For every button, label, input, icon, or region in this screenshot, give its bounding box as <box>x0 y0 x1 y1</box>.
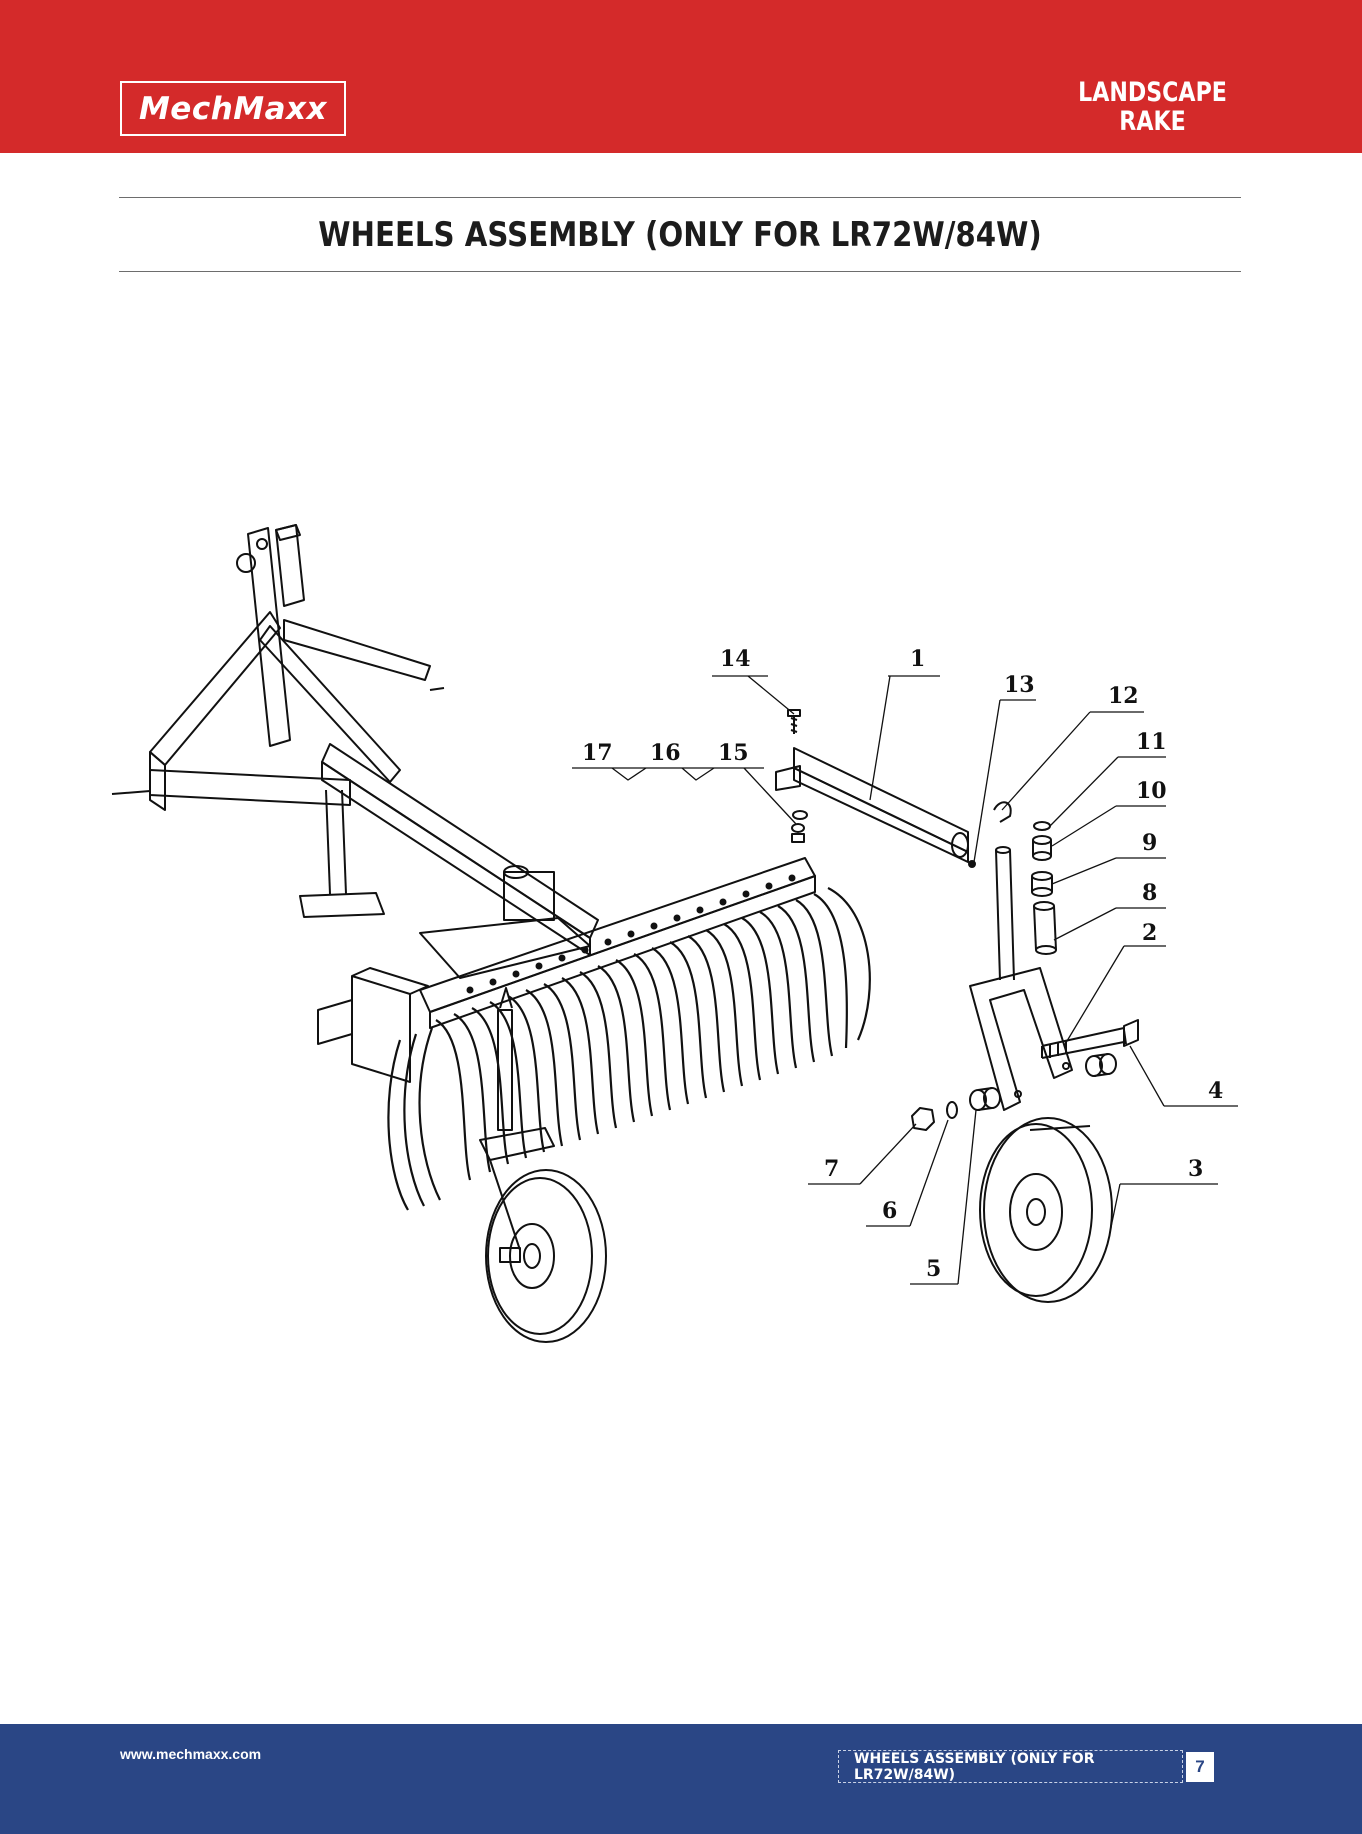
center-tube <box>322 744 598 955</box>
callout-8: 8 <box>1142 880 1157 906</box>
callout-16: 16 <box>650 740 681 766</box>
part-10-bushing <box>1033 836 1051 860</box>
part-6-washer <box>947 1102 957 1118</box>
callout-numbers: 14 1 13 12 11 10 9 8 2 4 3 7 6 5 17 16 1… <box>582 646 1223 1282</box>
footer-section-label: WHEELS ASSEMBLY (ONLY FOR LR72W/84W) <box>838 1750 1183 1783</box>
page-title: WHEELS ASSEMBLY (ONLY FOR LR72W/84W) <box>198 215 1163 255</box>
left-wheel-assembly <box>480 988 606 1342</box>
parts-15-17-hardware <box>792 811 807 842</box>
callout-10: 10 <box>1136 778 1167 804</box>
part-9-collar <box>1032 872 1052 896</box>
callout-11: 11 <box>1136 729 1167 755</box>
product-name: LANDSCAPE RAKE <box>1068 78 1236 136</box>
callout-13: 13 <box>1004 672 1035 698</box>
callout-12: 12 <box>1108 683 1139 709</box>
callout-17: 17 <box>582 740 613 766</box>
product-name-line1: LANDSCAPE <box>1068 78 1236 107</box>
mount-plate <box>420 918 590 978</box>
part-4-bolt <box>1042 1020 1138 1058</box>
page-number: 7 <box>1186 1752 1214 1782</box>
brand-logo[interactable]: MechMaxx <box>120 81 346 136</box>
part-2-fork <box>970 847 1072 1110</box>
parking-stand <box>300 790 384 917</box>
callout-1: 1 <box>910 646 925 672</box>
left-end-bracket <box>318 968 428 1082</box>
product-name-line2: RAKE <box>1068 107 1236 136</box>
callout-5: 5 <box>926 1256 941 1282</box>
hitch-frame <box>112 525 444 810</box>
callout-15: 15 <box>718 740 749 766</box>
callout-6: 6 <box>882 1198 897 1224</box>
callout-4: 4 <box>1208 1078 1223 1104</box>
part-5-spacer <box>970 1088 1000 1110</box>
wheels-assembly-diagram: 14 1 13 12 11 10 9 8 2 4 3 7 6 5 17 16 1… <box>0 500 1362 1360</box>
part-7-nut <box>912 1108 934 1130</box>
part-1-tube <box>776 748 968 862</box>
callout-9: 9 <box>1142 830 1157 856</box>
callout-7: 7 <box>824 1156 839 1182</box>
title-rule-top <box>119 197 1241 198</box>
part-11-cap <box>1034 822 1050 830</box>
title-rule-bottom <box>119 271 1241 272</box>
callout-2: 2 <box>1142 920 1157 946</box>
callout-leaders <box>572 676 1238 1284</box>
website-link[interactable]: www.mechmaxx.com <box>120 1746 261 1762</box>
callout-3: 3 <box>1188 1156 1203 1182</box>
fork-spacer <box>1086 1054 1116 1076</box>
part-8-sleeve <box>1034 902 1056 954</box>
part-12-clip <box>994 802 1011 822</box>
part-3-wheel <box>980 1118 1112 1302</box>
callout-14: 14 <box>720 646 751 672</box>
